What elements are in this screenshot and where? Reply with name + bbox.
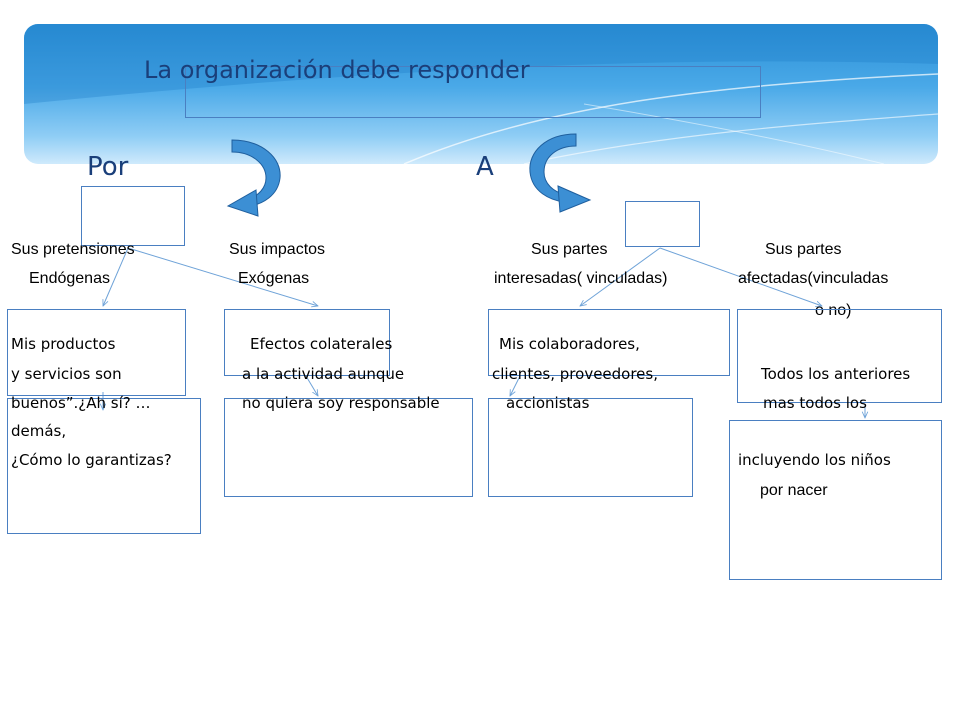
- productos-box-top: [7, 309, 186, 396]
- efectos-line2: a la actividad aunque: [242, 365, 405, 383]
- col-afectadas-line2: afectadas(vinculadas: [738, 270, 889, 287]
- connector-exogenas: [127, 247, 318, 306]
- colaboradores-line2: clientes, proveedores,: [492, 365, 658, 383]
- curved-arrow-left-icon: [226, 139, 281, 217]
- efectos-box-bottom: [224, 398, 473, 497]
- anteriores-line3: incluyendo los niños: [738, 451, 891, 469]
- productos-line4: demás,: [11, 422, 67, 440]
- connector-endogenas: [103, 247, 129, 306]
- productos-box-bottom: [7, 398, 201, 534]
- banner-swoosh: [24, 24, 938, 164]
- a-box: [625, 201, 700, 247]
- colaboradores-box-top: [488, 309, 730, 376]
- colaboradores-line1: Mis colaboradores,: [499, 335, 640, 353]
- heading-por: Por: [87, 152, 129, 182]
- efectos-line1: Efectos colaterales: [250, 335, 393, 353]
- productos-line2: y servicios son: [11, 365, 122, 383]
- col-afectadas-line1: Sus partes: [765, 241, 842, 258]
- connector-afectadas: [659, 247, 822, 306]
- col-exogenas-line2: Exógenas: [238, 270, 310, 287]
- curved-arrow-right-icon: [529, 133, 592, 213]
- anteriores-line4: por nacer: [760, 482, 828, 499]
- efectos-box-top: [224, 309, 390, 376]
- colaboradores-box-bottom: [488, 398, 693, 497]
- page-title: La organización debe responder: [144, 56, 530, 84]
- col-interesadas-line1: Sus partes: [531, 241, 608, 258]
- col-interesadas-line2: interesadas( vinculadas): [494, 270, 668, 287]
- productos-line1: Mis productos: [11, 335, 116, 353]
- col-endogenas-line1: Sus pretensiones: [11, 241, 135, 258]
- anteriores-line2: mas todos los: [763, 394, 867, 412]
- anteriores-box-bottom: [729, 420, 942, 580]
- productos-line3: buenos”.¿Ah sí? …: [11, 394, 151, 412]
- anteriores-line1: Todos los anteriores: [761, 365, 911, 383]
- col-endogenas-line2: Endógenas: [29, 270, 110, 287]
- efectos-line3: no quiera soy responsable: [242, 394, 440, 412]
- heading-a: A: [476, 152, 494, 182]
- por-box: [81, 186, 185, 246]
- connector-colaboradores: [510, 375, 521, 396]
- connector-lines: [103, 247, 865, 418]
- connector-interesadas: [580, 247, 661, 306]
- colaboradores-line3: accionistas: [506, 394, 590, 412]
- col-exogenas-line1: Sus impactos: [229, 241, 326, 258]
- anteriores-box-top: [737, 309, 942, 403]
- connector-efectos: [305, 375, 318, 396]
- header-banner: [24, 24, 938, 164]
- productos-line5: ¿Cómo lo garantizas?: [11, 451, 172, 469]
- title-box: [185, 66, 761, 118]
- col-afectadas-line3: o no): [815, 302, 852, 319]
